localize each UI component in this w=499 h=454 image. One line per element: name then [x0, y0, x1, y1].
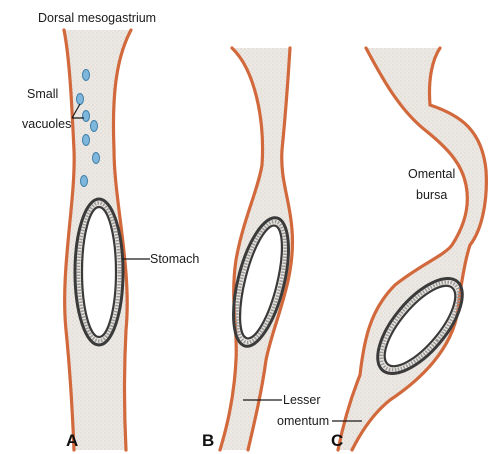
stomach-lumen: [82, 207, 116, 337]
label-stomach: Stomach: [150, 252, 199, 266]
vacuole: [83, 111, 90, 122]
panel-label-a: A: [66, 431, 78, 450]
panel-c: [338, 48, 486, 450]
label-omental-bursa-line1: Omental: [408, 167, 455, 181]
panel-c-mesentery: [338, 48, 486, 450]
label-lesser-omentum-line2: omentum: [277, 414, 329, 428]
label-dorsal-mesogastrium: Dorsal mesogastrium: [38, 11, 156, 25]
vacuole: [77, 94, 84, 105]
label-small-vacuoles-line2: vacuoles: [22, 117, 71, 131]
label-omental-bursa-line2: bursa: [416, 188, 447, 202]
vacuole: [83, 70, 90, 81]
vacuole: [83, 135, 90, 146]
vacuole: [91, 121, 98, 132]
panel-a: [64, 30, 131, 450]
vacuole: [93, 153, 100, 164]
panel-b: [220, 48, 299, 450]
vacuole: [81, 176, 88, 187]
label-lesser-omentum-line1: Lesser: [283, 393, 321, 407]
label-small-vacuoles-line1: Small: [27, 87, 58, 101]
panel-label-b: B: [202, 431, 214, 450]
panel-label-c: C: [331, 431, 343, 450]
